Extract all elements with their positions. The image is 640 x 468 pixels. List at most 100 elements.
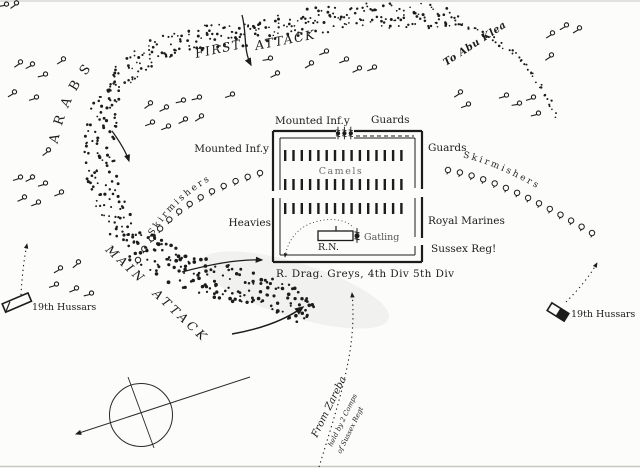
arab-troop-icon [571, 24, 583, 34]
arab-troop-icon [525, 94, 537, 101]
arab-troop-icon [30, 199, 42, 207]
skirmisher-icon [244, 173, 251, 181]
arabs-label-text: ARABS [47, 55, 100, 146]
first-attack-arrow [241, 14, 252, 67]
band-advance-arrow [111, 130, 130, 163]
skirmisher-line-right [444, 166, 596, 238]
square-label-sussex: Sussex Reg! [431, 243, 496, 255]
arab-troop-icon [530, 109, 542, 118]
main-attack-to-square-arrow [181, 256, 264, 273]
skirmisher-icon [513, 189, 521, 197]
skirmisher-icon [557, 211, 564, 218]
arab-troop-icon [52, 264, 64, 274]
arab-troop-icon [144, 119, 156, 127]
arab-troop-icon [460, 101, 472, 109]
zareba-route [318, 292, 355, 468]
screw-gun-icon [341, 126, 348, 140]
skirmishers-left-label-text: Skirmishers [147, 173, 213, 237]
skirmisher-icon [220, 182, 227, 190]
arab-troop-icon [262, 54, 274, 63]
arab-troop-icon [142, 99, 155, 110]
arab-troop-icon [543, 51, 556, 61]
hussars-right-label: 19th Hussars [571, 309, 635, 320]
camels-label: Camels [319, 166, 363, 177]
screw-gun-icon [348, 126, 354, 140]
arab-troop-icon [177, 115, 189, 125]
attack-swoosh-arrow [231, 306, 305, 335]
gatling-label: Gatling [364, 232, 399, 243]
arab-troop-icon [12, 174, 24, 182]
arab-troop-icon [452, 88, 464, 98]
square-label-mounted-inf-left: Mounted Inf.y [194, 143, 269, 155]
arab-troop-icon [498, 92, 510, 100]
square-label-royal-marines: Royal Marines [428, 215, 505, 227]
skirmisher-icon [176, 208, 183, 215]
skirmisher-icon [256, 169, 264, 177]
arab-troop-icon [351, 65, 363, 73]
arab-band-main-attack [122, 231, 316, 324]
to-abu-klea-label: To Abu Klea [442, 20, 509, 69]
arab-troop-icon [338, 56, 350, 64]
compass-rose-icon [75, 376, 251, 449]
square-label-guards-right: Guards [428, 142, 467, 154]
skirmisher-icon [232, 177, 239, 185]
skirmisher-icon [535, 200, 543, 207]
square-label-rear-units: R. Drag. Greys, 4th Div 5th Div [276, 268, 454, 280]
arab-troop-icon [191, 93, 203, 102]
from-zareba-label: From Zareba [309, 375, 348, 440]
naval-brigade-box [317, 230, 354, 242]
skirmisher-icon [502, 184, 510, 192]
skirmisher-icon [468, 172, 475, 179]
main-attack-label: MAIN ATTACK [102, 242, 208, 346]
arab-troop-icon [40, 146, 53, 157]
skirmisher-icon [456, 169, 464, 176]
skirmisher-icon [546, 205, 553, 213]
arab-troop-icon [37, 70, 49, 79]
skirmisher-icon [186, 200, 193, 208]
arab-troop-icon [83, 289, 95, 298]
arab-troop-icon [175, 96, 187, 105]
hussars-left: 19th Hussars [1, 243, 96, 314]
arab-troop-icon [53, 189, 65, 197]
square-label-mounted-inf-top: Mounted Inf.y [275, 115, 350, 127]
skirmishers-left-label: Skirmishers [147, 173, 211, 237]
main-attack-label-text: MAIN ATTACK [102, 242, 212, 346]
arab-troop-icon [28, 94, 40, 101]
skirmishers-right-label: Skirmishers [462, 150, 539, 191]
arab-band-left [83, 83, 133, 238]
arab-troop-icon [303, 59, 315, 69]
arab-troop-icon [68, 285, 80, 293]
arab-troop-icon [55, 55, 67, 65]
skirmisher-icon [567, 217, 575, 224]
arab-troop-icon [12, 58, 25, 68]
arab-troop-icon [37, 180, 49, 187]
hussars-left-label: 19th Hussars [32, 302, 96, 313]
skirmisher-icon [444, 166, 452, 174]
skirmishers-right-label-text: Skirmishers [462, 150, 542, 191]
arab-troop-icon [0, 0, 10, 9]
arab-troop-icon [224, 91, 236, 99]
arab-troop-icon [318, 48, 330, 56]
camel-ticks [284, 150, 403, 214]
to-abu-klea-trail [457, 23, 557, 119]
first-attack-word1: FIRST [193, 36, 244, 61]
skirmisher-icon [588, 229, 596, 237]
hussars-right: 19th Hussars [546, 262, 635, 323]
cavalry-marker-icon-left [1, 291, 33, 314]
hussars-right-track [565, 262, 598, 303]
arab-troop-icon [24, 173, 36, 183]
naval-brigade-track [283, 219, 355, 258]
square-label-guards-top: Guards [371, 114, 410, 126]
square-label-heavies: Heavies [228, 217, 271, 229]
skirmisher-icon [197, 194, 204, 201]
skirmisher-icon [134, 256, 142, 264]
gatling-gun-icon [353, 227, 361, 244]
arab-troop-icon [366, 64, 378, 72]
arab-troop-icon [160, 123, 172, 131]
cavalry-marker-icon-right [546, 301, 570, 323]
hussars-left-track [20, 243, 29, 296]
skirmisher-icon [491, 180, 498, 187]
arab-troop-icon [511, 99, 523, 108]
